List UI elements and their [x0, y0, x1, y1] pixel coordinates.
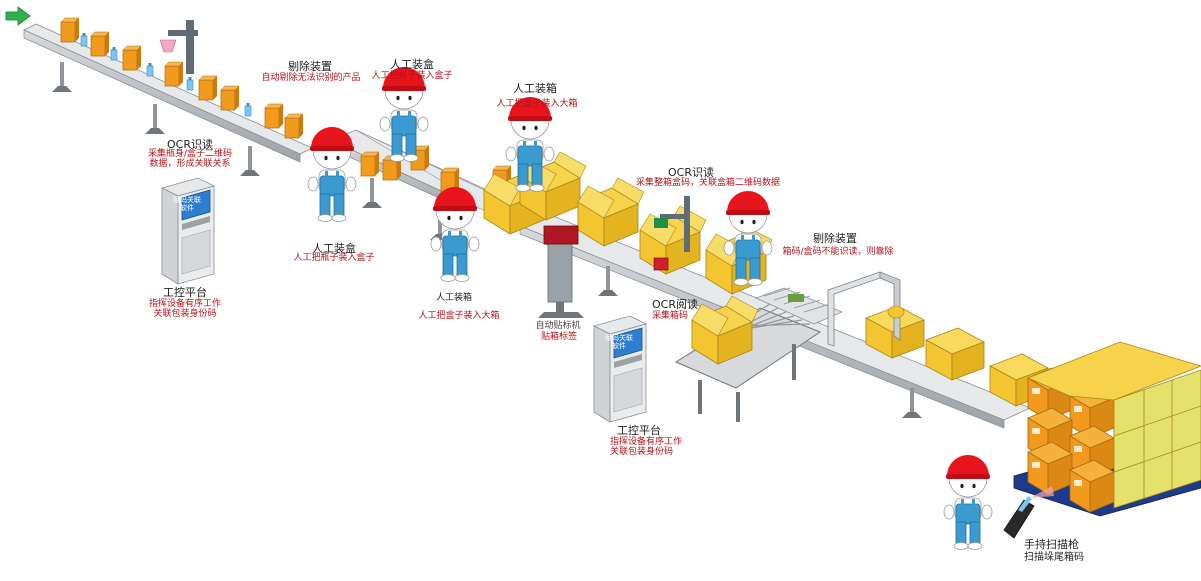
ocr3-title: OCR阅读	[652, 298, 698, 311]
terminal-icon	[593, 315, 647, 423]
ctrl1-desc1: 指挥设备有序工作	[148, 299, 221, 309]
reject-gate-2	[788, 271, 905, 347]
case-top-title: 人工装箱	[513, 82, 557, 95]
worker-icon	[307, 126, 357, 222]
ocr3-desc: 采集箱码	[651, 311, 688, 321]
scanner-icon	[1003, 486, 1054, 539]
terminal-icon	[161, 177, 215, 285]
ocr2-desc: 采集整箱盒码，关联盒箱二维码数据	[636, 178, 781, 188]
pallet-boxes	[1026, 341, 1201, 513]
reject2-title: 剔除装置	[813, 232, 857, 245]
ocr2-title: OCR识读	[668, 166, 714, 179]
case-bot-title: 人工装箱	[435, 293, 472, 303]
ctrl2-desc2: 关联包装身份码	[610, 447, 674, 457]
scan-title: 手持扫描枪	[1024, 538, 1079, 551]
worker-icon	[943, 454, 993, 550]
ctrl1-desc2: 关联包装身份码	[153, 309, 217, 319]
pack-bot-desc: 人工把瓶子装入盒子	[293, 253, 375, 263]
ocr1-title: OCR识读	[167, 138, 213, 151]
ctrl2-title: 工控平台	[617, 424, 661, 437]
ocr-reader-1	[159, 20, 198, 74]
reject2-desc: 箱码/盒码不能识读，则靠除	[782, 247, 894, 257]
reject1-desc: 自动剔除无法识别的产品	[261, 73, 361, 83]
case-top-desc: 人工把盒子装入大箱	[496, 99, 578, 109]
terminal-screen-1: 赋码关联软件	[173, 196, 201, 212]
ctrl1-title: 工控平台	[163, 286, 207, 299]
labeler-title: 自动贴标机	[535, 321, 581, 331]
labeler-desc: 贴箱标签	[540, 332, 577, 342]
pack-top-title: 人工装盒	[390, 58, 434, 71]
pack-bot-title: 人工装盒	[312, 242, 356, 255]
auto-labeler	[538, 225, 584, 318]
terminal-screen-2: 赋码关联软件	[605, 334, 633, 350]
reject1-title: 剔除装置	[288, 60, 332, 73]
scan-desc: 扫描垛尾箱码	[1024, 552, 1084, 563]
ocr-reader-2	[653, 196, 690, 271]
arrow-right-icon	[5, 6, 31, 26]
case-bot-desc: 人工把盒子装入大箱	[418, 311, 500, 321]
ocr1-desc1: 采集瓶身/盒子二维码	[147, 149, 233, 159]
ocr1-desc2: 数据，形成关联关系	[149, 159, 231, 169]
roller-conveyor	[674, 295, 822, 422]
pack-top-desc: 人工把瓶子装入盒子	[371, 71, 453, 81]
ctrl2-desc1: 指挥设备有序工作	[610, 437, 683, 447]
conveyor-main	[23, 23, 313, 163]
